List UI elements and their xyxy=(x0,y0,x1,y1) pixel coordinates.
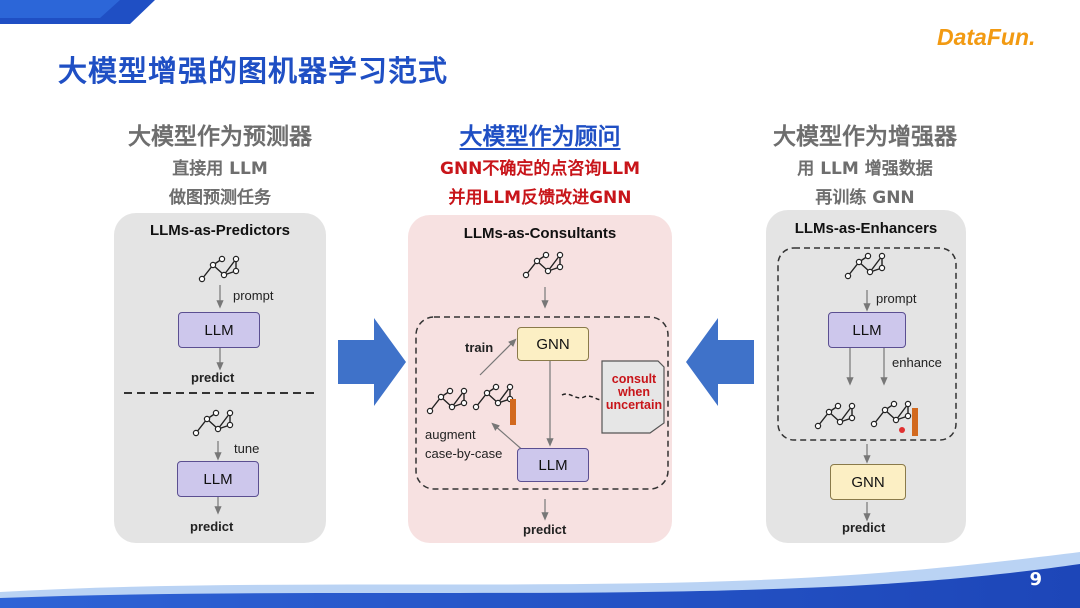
graph-icon xyxy=(192,409,234,437)
col3-line2: 再训练 GNN xyxy=(815,188,915,208)
datafun-logo: DataFun. xyxy=(937,24,1035,51)
augment-label: augment xyxy=(425,427,476,442)
llm-box: LLM xyxy=(828,312,906,348)
enhancers-panel-title: LLMs-as-Enhancers xyxy=(794,220,938,237)
graph-icon xyxy=(522,251,564,279)
graph-icon xyxy=(844,252,886,280)
bottom-wave xyxy=(0,552,1080,608)
consult-label: consult when uncertain xyxy=(602,373,666,412)
llm-box-tuned: LLM xyxy=(177,461,259,497)
consultants-diagram xyxy=(415,251,669,521)
predictors-panel-title: LLMs-as-Predictors xyxy=(149,222,291,239)
enhancers-diagram xyxy=(777,247,957,522)
col1-heading: 大模型作为预测器 xyxy=(128,124,312,150)
col2-heading-block: 大模型作为顾问 GNN不确定的点咨询LLM 并用LLM反馈改进GNN xyxy=(400,117,680,213)
logo-text: DataFun. xyxy=(937,24,1036,50)
col3-heading: 大模型作为增强器 xyxy=(773,124,957,150)
case-by-case-label: case-by-case xyxy=(425,446,503,461)
tune-label: tune xyxy=(234,441,260,456)
consult-line2: when xyxy=(618,385,650,399)
col1-line1: 直接用 LLM xyxy=(172,159,268,179)
col1-heading-block: 大模型作为预测器 直接用 LLM 做图预测任务 xyxy=(100,117,340,213)
consultants-panel-title: LLMs-as-Consultants xyxy=(463,225,617,242)
llm-box: LLM xyxy=(178,312,260,348)
page-title: 大模型增强的图机器学习范式 xyxy=(58,54,449,88)
gnn-box: GNN xyxy=(830,464,906,500)
graph-icon xyxy=(426,387,468,415)
col2-line1: GNN不确定的点咨询LLM xyxy=(440,159,640,179)
predict-label-2: predict xyxy=(190,519,234,534)
graph-icon xyxy=(870,400,912,428)
left-arrow-icon xyxy=(686,318,754,406)
llm-box: LLM xyxy=(517,448,589,482)
col2-line2: 并用LLM反馈改进GNN xyxy=(448,188,632,208)
graph-icon xyxy=(814,402,856,430)
prompt-label: prompt xyxy=(876,291,917,306)
page-number: 9 xyxy=(1029,569,1042,590)
enhance-label: enhance xyxy=(892,355,942,370)
train-label: train xyxy=(465,340,494,355)
predict-label: predict xyxy=(191,370,235,385)
col1-line2: 做图预测任务 xyxy=(169,188,271,208)
predictors-diagram xyxy=(124,255,314,515)
consult-line1: consult xyxy=(611,372,657,386)
col3-heading-block: 大模型作为增强器 用 LLM 增强数据 再训练 GNN xyxy=(740,117,990,213)
top-left-band xyxy=(0,0,155,24)
predict-label: predict xyxy=(842,520,886,535)
consult-line3: uncertain xyxy=(605,398,663,412)
col2-heading: 大模型作为顾问 xyxy=(459,124,621,150)
col3-line1: 用 LLM 增强数据 xyxy=(797,159,933,179)
prompt-label: prompt xyxy=(233,288,274,303)
predict-label: predict xyxy=(523,522,567,537)
right-arrow-icon xyxy=(338,318,406,406)
graph-icon xyxy=(472,383,514,411)
graph-icon xyxy=(198,255,240,283)
gnn-box: GNN xyxy=(517,327,589,361)
